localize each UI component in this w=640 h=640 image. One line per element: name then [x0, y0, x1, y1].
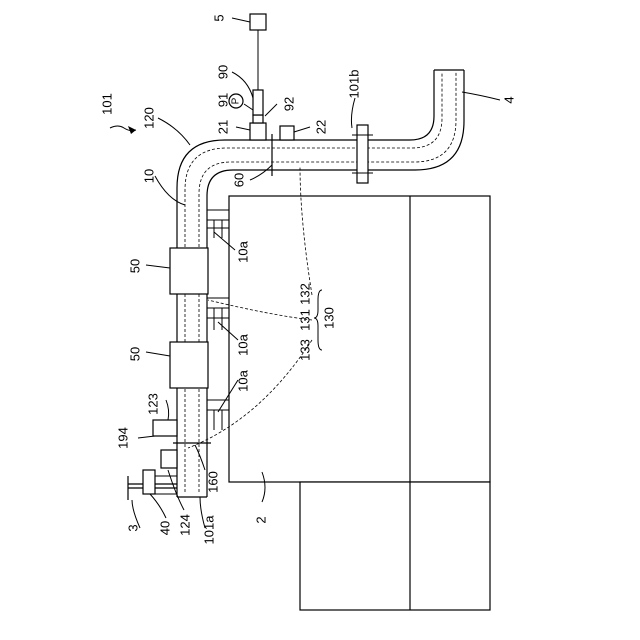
- sensor-124: [161, 450, 177, 468]
- port-1: [207, 210, 229, 220]
- label-4: 4: [501, 96, 516, 103]
- label-133: 133: [297, 339, 312, 361]
- sensor-21: [250, 123, 266, 140]
- leader-120: [158, 118, 190, 145]
- port-3: [207, 400, 229, 410]
- label-22: 22: [313, 120, 328, 134]
- leader-101b: [351, 98, 355, 128]
- label-10a-3: 10a: [235, 369, 250, 391]
- label-101b: 101b: [346, 70, 361, 99]
- label-50-lower: 50: [127, 347, 142, 361]
- port-2: [207, 298, 229, 308]
- label-10a-1: 10a: [235, 240, 250, 262]
- controller-5: [250, 14, 266, 30]
- label-124: 124: [177, 514, 192, 536]
- sensor-123: [153, 420, 177, 436]
- connector-ports: [207, 210, 229, 430]
- label-160: 160: [205, 471, 220, 493]
- label-91: 91: [215, 93, 230, 107]
- component-50-lower: [170, 342, 208, 388]
- label-50-upper: 50: [127, 259, 142, 273]
- label-40: 40: [157, 521, 172, 535]
- valve-body: [143, 470, 155, 494]
- engine-body: [229, 196, 490, 610]
- label-21: 21: [215, 120, 230, 134]
- label-194: 194: [115, 427, 130, 449]
- label-10: 10: [141, 169, 156, 183]
- lower-sensors: [153, 420, 211, 468]
- leader-194: [138, 436, 155, 438]
- engine-lower-block: [300, 482, 490, 610]
- engine-block: [229, 196, 490, 482]
- label-10a-2: 10a: [235, 333, 250, 355]
- leader-22: [294, 127, 310, 132]
- leader-40: [150, 494, 166, 518]
- label-101a: 101a: [201, 515, 216, 545]
- pressure-sensor-90: [253, 90, 263, 115]
- label-P: P: [231, 97, 242, 104]
- leader-91: [244, 104, 253, 110]
- leader-5: [232, 18, 250, 22]
- label-101: 101: [99, 93, 114, 115]
- label-60: 60: [231, 173, 246, 187]
- label-130: 130: [321, 307, 336, 329]
- label-131: 131: [297, 309, 312, 331]
- leader-50-2: [146, 352, 170, 356]
- leader-3: [132, 500, 140, 528]
- leader-21: [236, 127, 250, 130]
- leader-92: [265, 104, 277, 116]
- label-3: 3: [125, 524, 140, 531]
- leader-10: [155, 176, 185, 205]
- label-90: 90: [215, 65, 230, 79]
- arrow-101: [110, 126, 136, 134]
- sensor-92: [253, 115, 263, 123]
- sensor-22: [280, 126, 294, 140]
- label-123: 123: [145, 393, 160, 415]
- leader-50-1: [146, 265, 170, 268]
- label-92: 92: [281, 97, 296, 111]
- flange-101b: [352, 125, 373, 183]
- leader-160: [195, 445, 205, 470]
- component-50-upper: [170, 248, 208, 294]
- leader-60: [250, 165, 272, 180]
- flange-plate: [357, 125, 368, 183]
- label-120: 120: [141, 107, 156, 129]
- label-2: 2: [253, 516, 268, 523]
- leader-123: [166, 400, 169, 420]
- label-5: 5: [211, 14, 226, 21]
- sensor-stack: [229, 14, 294, 140]
- leader-4: [462, 92, 500, 100]
- label-132: 132: [297, 283, 312, 305]
